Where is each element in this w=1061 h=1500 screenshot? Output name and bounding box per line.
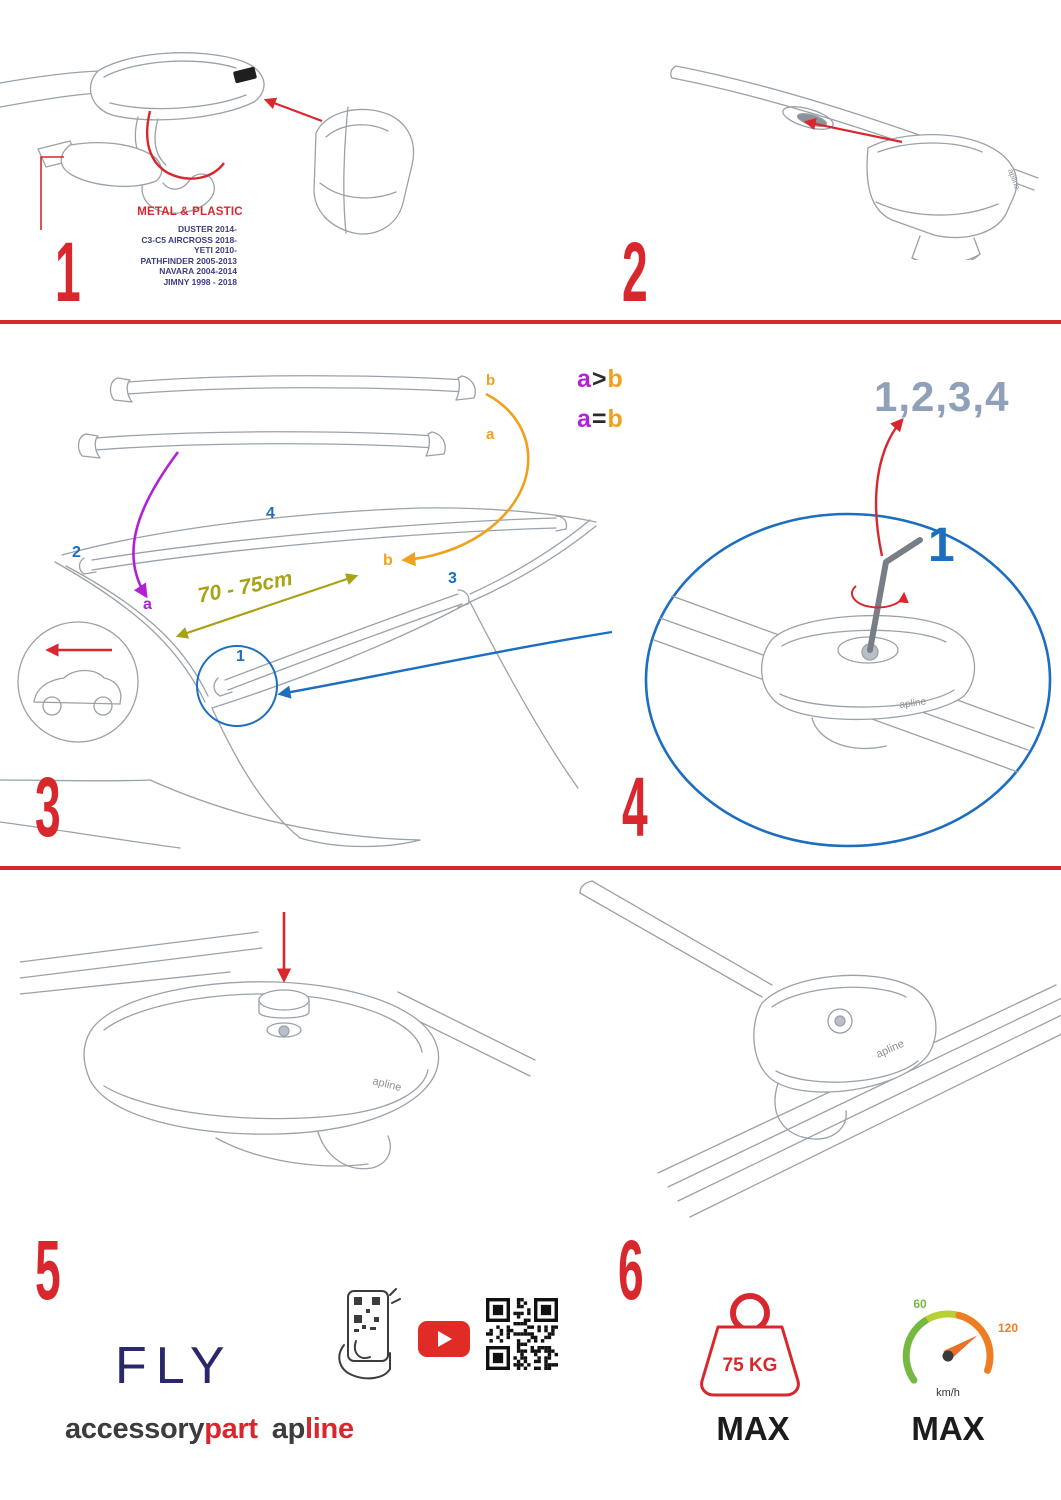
step5-knob-drawing: apline bbox=[20, 912, 536, 1170]
foot-label-4: 4 bbox=[266, 505, 275, 522]
mini-car bbox=[33, 669, 122, 716]
step-number-4: 4 bbox=[622, 760, 648, 854]
model-item: PATHFINDER 2005-2013 bbox=[140, 255, 237, 266]
zoom-callout-arrow bbox=[277, 630, 613, 699]
speed-low-tick: 60 bbox=[913, 1297, 927, 1311]
step-number-3: 3 bbox=[35, 760, 61, 854]
direction-inset bbox=[17, 621, 139, 743]
bar-label-a: a bbox=[486, 426, 495, 443]
formula-b: b bbox=[607, 365, 624, 393]
weight-max-label: MAX bbox=[716, 1410, 790, 1447]
distance-arrow bbox=[175, 573, 359, 639]
zoom-circle bbox=[644, 512, 1052, 848]
formula-a-greater-b: a>b bbox=[577, 365, 624, 394]
foot-label-2: 2 bbox=[72, 544, 81, 561]
first-foot-number: 1 bbox=[928, 519, 955, 572]
vehicle-model-list: DUSTER 2014- C3-C5 AIRCROSS 2018- YETI 2… bbox=[85, 224, 237, 287]
formula-op: > bbox=[591, 365, 608, 393]
step4-tightening-detail-drawing: apline bbox=[644, 418, 1052, 848]
clamp-line-art bbox=[0, 52, 415, 235]
bar-line-art bbox=[670, 65, 1039, 260]
formula-op: = bbox=[591, 405, 608, 433]
foot-label-3: 3 bbox=[448, 570, 457, 587]
qr-code bbox=[486, 1298, 558, 1370]
max-weight-value: 75 KG bbox=[723, 1355, 778, 1376]
foot1-highlight-circle bbox=[196, 645, 278, 727]
max-weight-icon: 75 KG bbox=[700, 1293, 800, 1397]
step-number-6: 6 bbox=[618, 1223, 644, 1317]
brand-part: part bbox=[204, 1413, 258, 1445]
step2-bar-insert-drawing: apline bbox=[670, 65, 1039, 260]
brand-line: line bbox=[305, 1413, 354, 1445]
section-divider-top bbox=[0, 320, 1061, 324]
speed-unit: km/h bbox=[936, 1387, 960, 1399]
step6-mounted-clamp-drawing: apline bbox=[579, 880, 1061, 1218]
max-speed-gauge: 60 120 km/h bbox=[902, 1297, 1018, 1399]
allen-key bbox=[867, 537, 923, 653]
bar-a-guide-curve bbox=[132, 451, 180, 599]
clamp-detail-line-art bbox=[653, 595, 1035, 773]
product-name: FLY bbox=[115, 1337, 234, 1395]
brand-patch bbox=[233, 66, 257, 84]
formula-b: b bbox=[607, 405, 624, 433]
youtube-icon bbox=[418, 1321, 470, 1357]
phone-qr-pattern bbox=[354, 1297, 380, 1332]
model-item: DUSTER 2014- bbox=[177, 224, 237, 234]
scan-phone-icon bbox=[338, 1288, 401, 1380]
formula-a: a bbox=[577, 405, 592, 433]
formula-a: a bbox=[577, 365, 592, 393]
mounted-clamp-line-art bbox=[579, 880, 1061, 1218]
tightening-sequence: 1,2,3,4 bbox=[874, 373, 1010, 420]
rotate-arrow bbox=[851, 585, 909, 609]
formula-a-equals-b: a=b bbox=[577, 405, 624, 434]
bar-b-guide-curve bbox=[401, 392, 530, 567]
bar-label-b: b bbox=[486, 372, 496, 389]
roof-label-a: a bbox=[143, 596, 152, 613]
clamp-knob-line-art bbox=[20, 931, 536, 1170]
section-divider-bottom bbox=[0, 866, 1061, 870]
speed-high-tick: 120 bbox=[998, 1321, 1018, 1335]
loose-crossbars bbox=[77, 375, 476, 459]
model-item: NAVARA 2004-2014 bbox=[159, 266, 237, 276]
insert-arrow bbox=[803, 118, 903, 144]
step-number-5: 5 bbox=[35, 1223, 61, 1317]
order-callout-arrow bbox=[874, 418, 904, 557]
material-label: METAL & PLASTIC bbox=[137, 206, 243, 218]
model-item: YETI 2010- bbox=[194, 245, 237, 255]
step-number-1: 1 bbox=[55, 225, 81, 319]
foot-label-1: 1 bbox=[236, 648, 245, 665]
step1-clamp-exploded-drawing bbox=[0, 52, 415, 235]
roof-label-b: b bbox=[383, 552, 393, 569]
speed-max-label: MAX bbox=[911, 1410, 985, 1447]
apline-logo-text: apline bbox=[899, 696, 927, 711]
qr-code-pattern bbox=[486, 1298, 558, 1370]
brand-accessory: accessory bbox=[65, 1413, 205, 1445]
brand-ap: ap bbox=[271, 1413, 306, 1445]
model-item: JIMNY 1998 - 2018 bbox=[163, 276, 237, 287]
step-number-2: 2 bbox=[622, 225, 648, 319]
model-item: C3-C5 AIRCROSS 2018- bbox=[141, 234, 237, 245]
step3-roof-layout-drawing bbox=[0, 375, 613, 849]
step1-red-annotations bbox=[40, 97, 323, 230]
